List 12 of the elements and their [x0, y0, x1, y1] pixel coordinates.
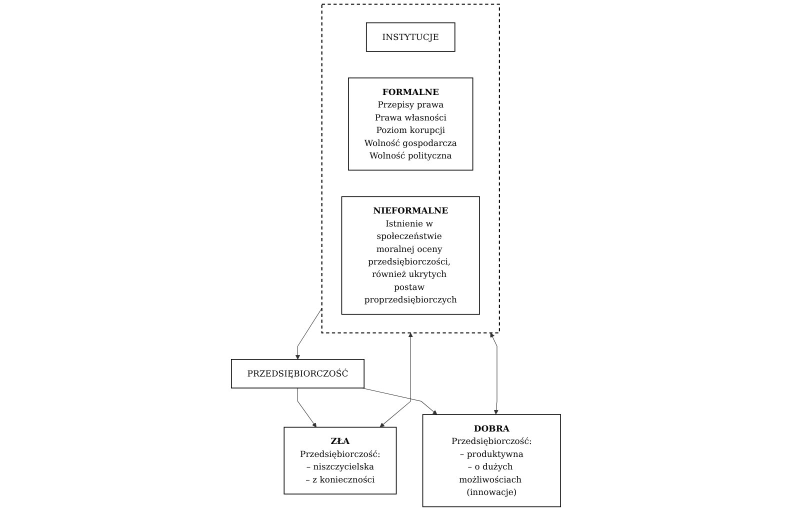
- node-box: PRZEDSIĘBIORCZOŚĆ: [231, 359, 364, 388]
- node-box: ZŁA Przedsiębiorczość: – niszczycielska – z konieczności: [284, 426, 397, 494]
- node-box: FORMALNE Przepisy prawa Prawa własności Poziom korupcji Wolność gospodarcza Wolność polityczna: [348, 78, 474, 171]
- arrow: [297, 388, 317, 428]
- node-box: DOBRA Przedsiębiorczość: – produktywna – o dużych możliwościach (innowacje): [422, 414, 561, 508]
- node-box: NIEFORMALNE Istnienie w społeczeństwie moralnej oceny przedsiębiorczości, również ukrytych postaw proprzedsiębiorczych: [341, 196, 480, 315]
- arrow: [362, 388, 438, 415]
- arrow: [295, 308, 322, 360]
- cluster: [321, 4, 500, 334]
- node-box: INSTYTUCJE: [366, 22, 456, 52]
- arrow: [490, 332, 499, 415]
- arrow: [380, 332, 413, 428]
